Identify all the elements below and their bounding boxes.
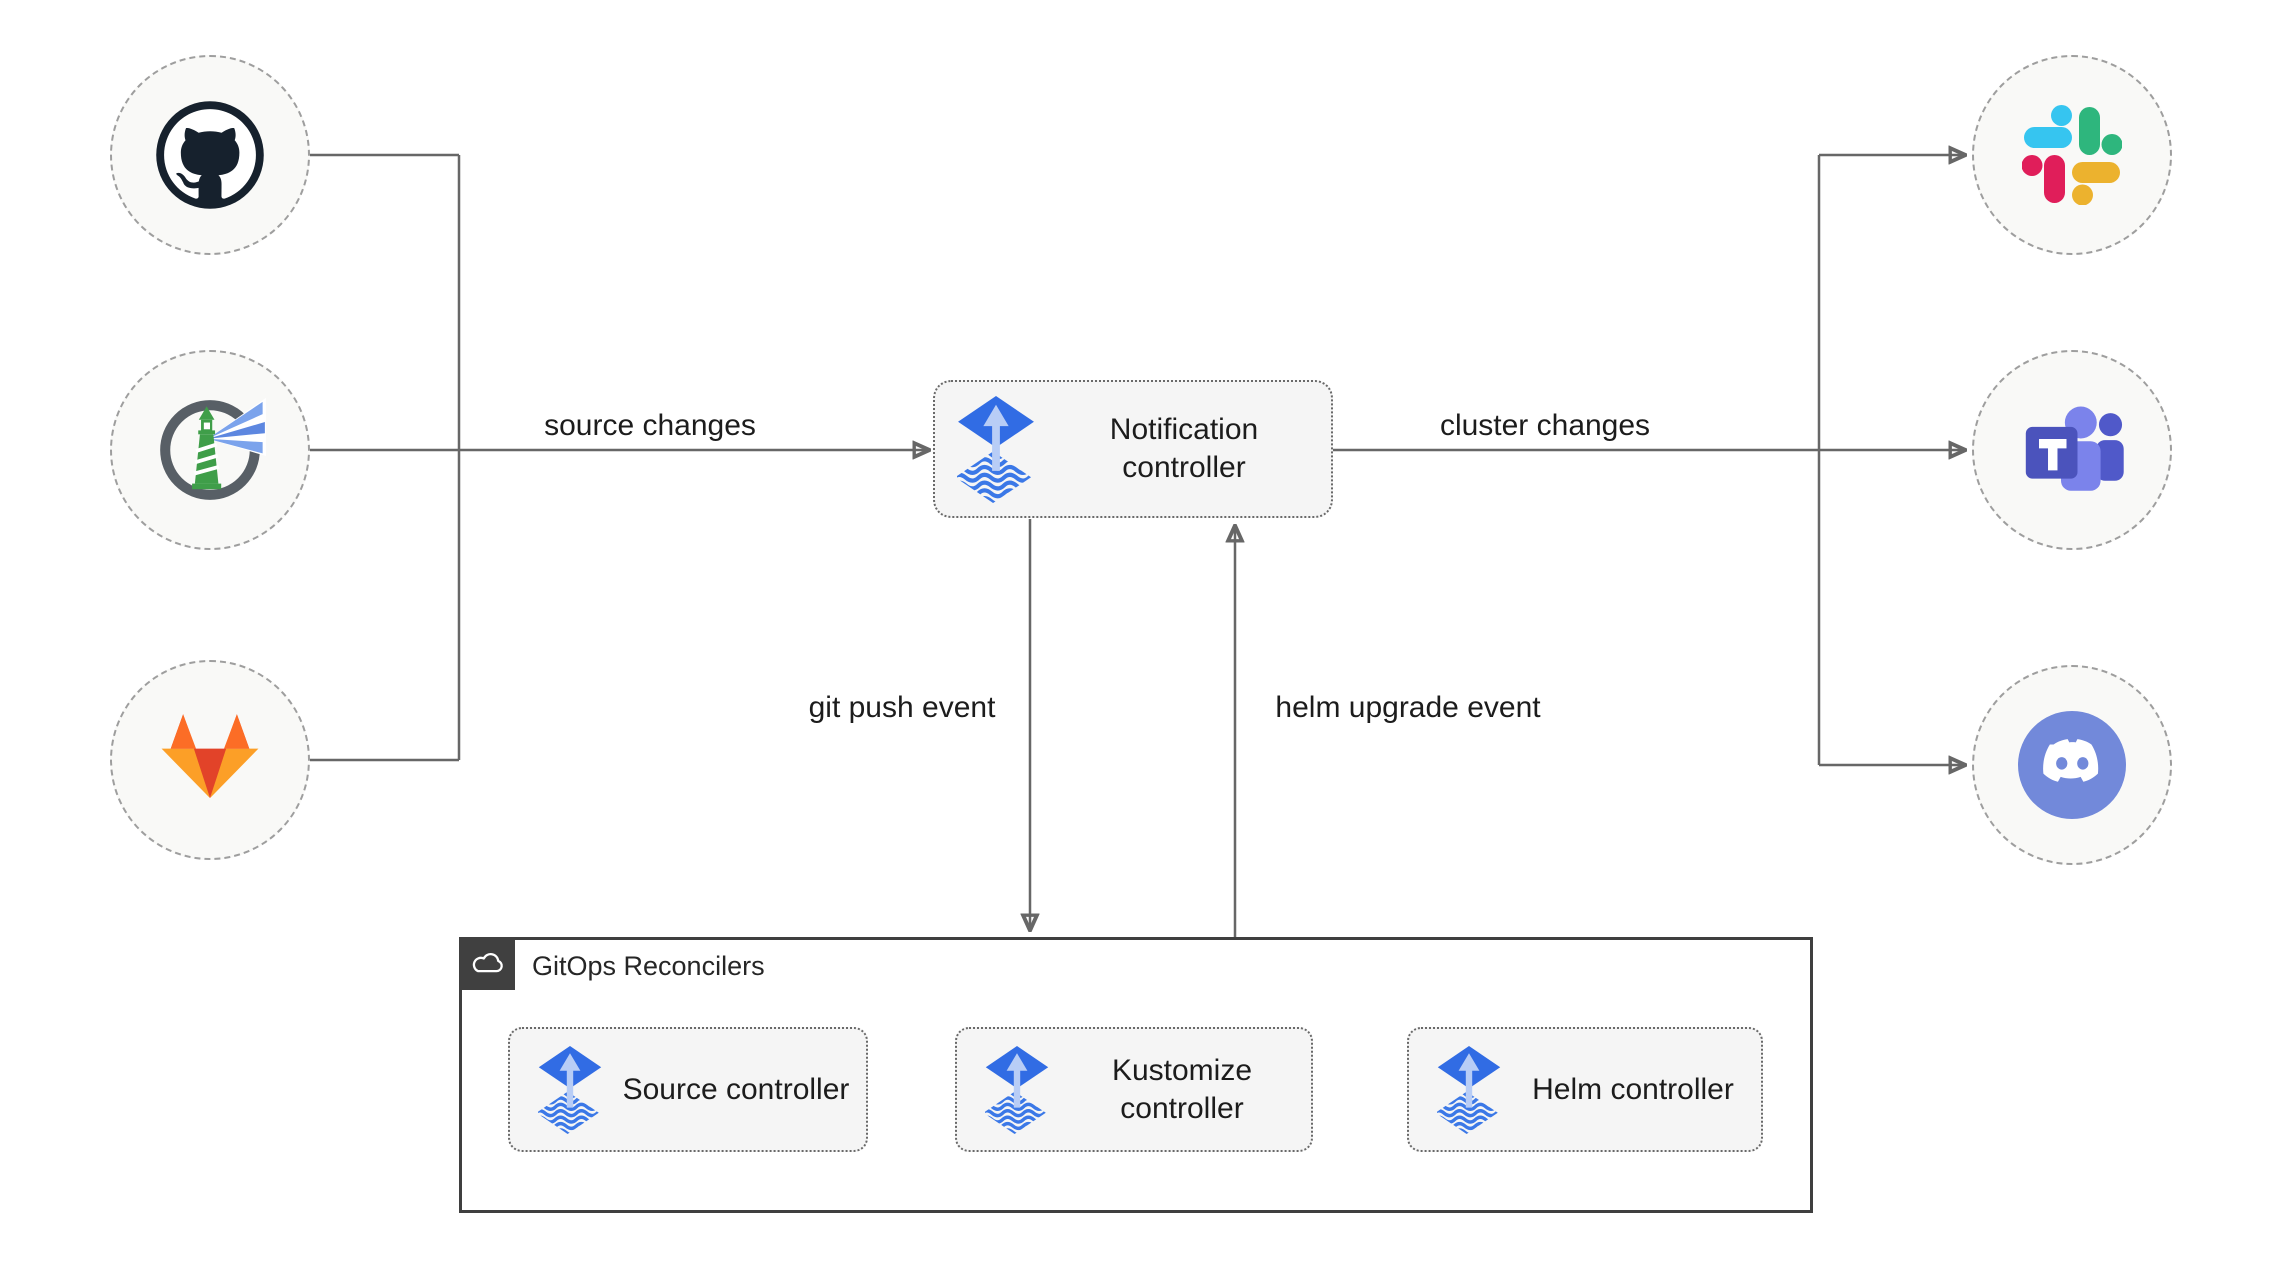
harbor-node	[110, 350, 310, 550]
cluster-changes-label: cluster changes	[1439, 409, 1651, 442]
discord-icon	[2018, 711, 2126, 819]
container-tag	[459, 937, 515, 990]
teams-icon	[2017, 395, 2127, 505]
github-icon	[154, 99, 266, 211]
flux-icon	[985, 1045, 1049, 1135]
source-controller-node: Source controller	[508, 1027, 868, 1152]
github-node	[110, 55, 310, 255]
flux-icon	[1437, 1045, 1501, 1135]
slack-icon	[2022, 105, 2122, 205]
helm-controller-label: Helm controller	[1532, 1072, 1734, 1106]
git-push-event-label: git push event	[808, 691, 996, 724]
discord-node	[1972, 665, 2172, 865]
source-controller-label: Source controller	[622, 1072, 850, 1106]
teams-node	[1972, 350, 2172, 550]
kustomize-controller-node: Kustomize controller	[955, 1027, 1313, 1152]
source-changes-label: source changes	[544, 409, 756, 442]
cloud-icon	[468, 949, 506, 978]
container-title: GitOps Reconcilers	[532, 951, 765, 981]
kustomize-controller-label: Kustomize controller	[1111, 1053, 1253, 1125]
helm-upgrade-event-label: helm upgrade event	[1275, 691, 1541, 724]
gitlab-icon	[156, 711, 264, 810]
harbor-icon	[154, 394, 266, 506]
slack-node	[1972, 55, 2172, 255]
gitlab-node	[110, 660, 310, 860]
notification-controller-label: Notification controller	[1109, 413, 1259, 484]
notification-controller-node: Notification controller	[933, 380, 1333, 518]
helm-controller-node: Helm controller	[1407, 1027, 1763, 1152]
flux-icon	[957, 395, 1035, 504]
flux-icon	[538, 1045, 602, 1135]
